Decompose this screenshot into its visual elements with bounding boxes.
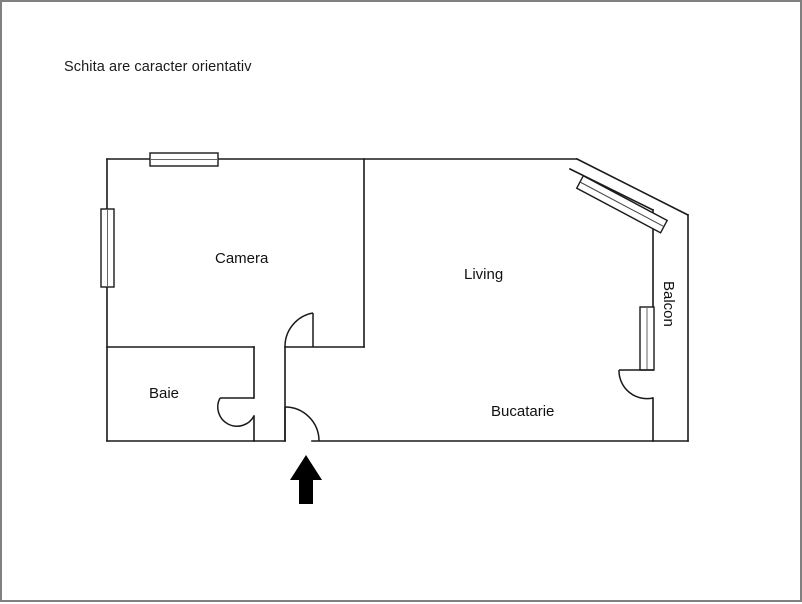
room-label-living: Living [464, 266, 504, 283]
door-camera [284, 312, 314, 348]
room-label-balcon: Balcon [660, 281, 677, 327]
entrance-arrow-icon [290, 455, 322, 504]
wall-balcony-diagonal-outer [575, 157, 690, 217]
doors-group [217, 312, 654, 442]
door-entrance [284, 406, 320, 442]
room-label-camera: Camera [215, 250, 269, 267]
windows-group [100, 152, 669, 371]
door-balcon [618, 369, 654, 400]
room-label-bucatarie: Bucatarie [491, 403, 555, 420]
window-balcon-diagonal [575, 174, 669, 234]
room-label-baie: Baie [149, 385, 180, 402]
plan-disclaimer-note: Schita are caracter orientativ [64, 59, 252, 75]
door-baie [217, 397, 255, 427]
